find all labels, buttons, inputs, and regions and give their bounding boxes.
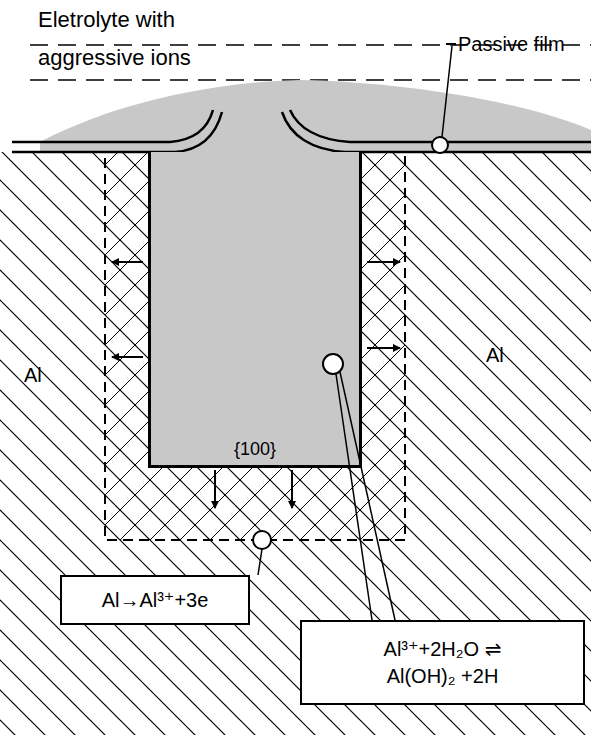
leader-line	[446, 43, 456, 45]
metal-hatch	[0, 152, 591, 735]
reaction-box: Al→Al³⁺+3e	[60, 575, 250, 625]
active-zone-hatch	[105, 152, 405, 540]
electrolyte-label: Eletrolyte with aggressive ions	[38, 1, 238, 77]
corrosion-pit: {100}	[148, 152, 362, 468]
callout-circle	[253, 531, 271, 549]
growth-arrow	[367, 261, 400, 263]
leader-line	[340, 372, 395, 620]
reaction-box: Al³⁺+2H₂O ⇌ Al(OH)₂ +2H	[300, 620, 585, 705]
part-label: Passive film	[458, 31, 588, 57]
active-zone-hatch	[105, 152, 405, 540]
material-label: Al	[24, 362, 64, 388]
growth-arrow	[291, 470, 293, 508]
callout-circle	[432, 137, 448, 153]
passive-film	[12, 112, 222, 152]
growth-arrow	[214, 470, 216, 508]
material-label: Al	[486, 342, 526, 368]
active-zone	[105, 152, 405, 540]
node-text: {100}	[234, 437, 276, 461]
passive-film	[282, 112, 591, 152]
leader-line	[442, 46, 452, 137]
growth-arrow	[112, 356, 143, 358]
growth-arrow	[367, 347, 400, 349]
growth-arrow	[112, 261, 143, 263]
leader-line	[336, 374, 372, 620]
node-text: Al→Al³⁺+3e	[102, 587, 209, 614]
passive-film	[12, 110, 213, 142]
leader-line	[258, 549, 262, 575]
node-text: Al³⁺+2H₂O ⇌ Al(OH)₂ +2H	[363, 636, 523, 690]
zone-boundary	[105, 152, 405, 540]
callout-circle	[323, 354, 343, 374]
